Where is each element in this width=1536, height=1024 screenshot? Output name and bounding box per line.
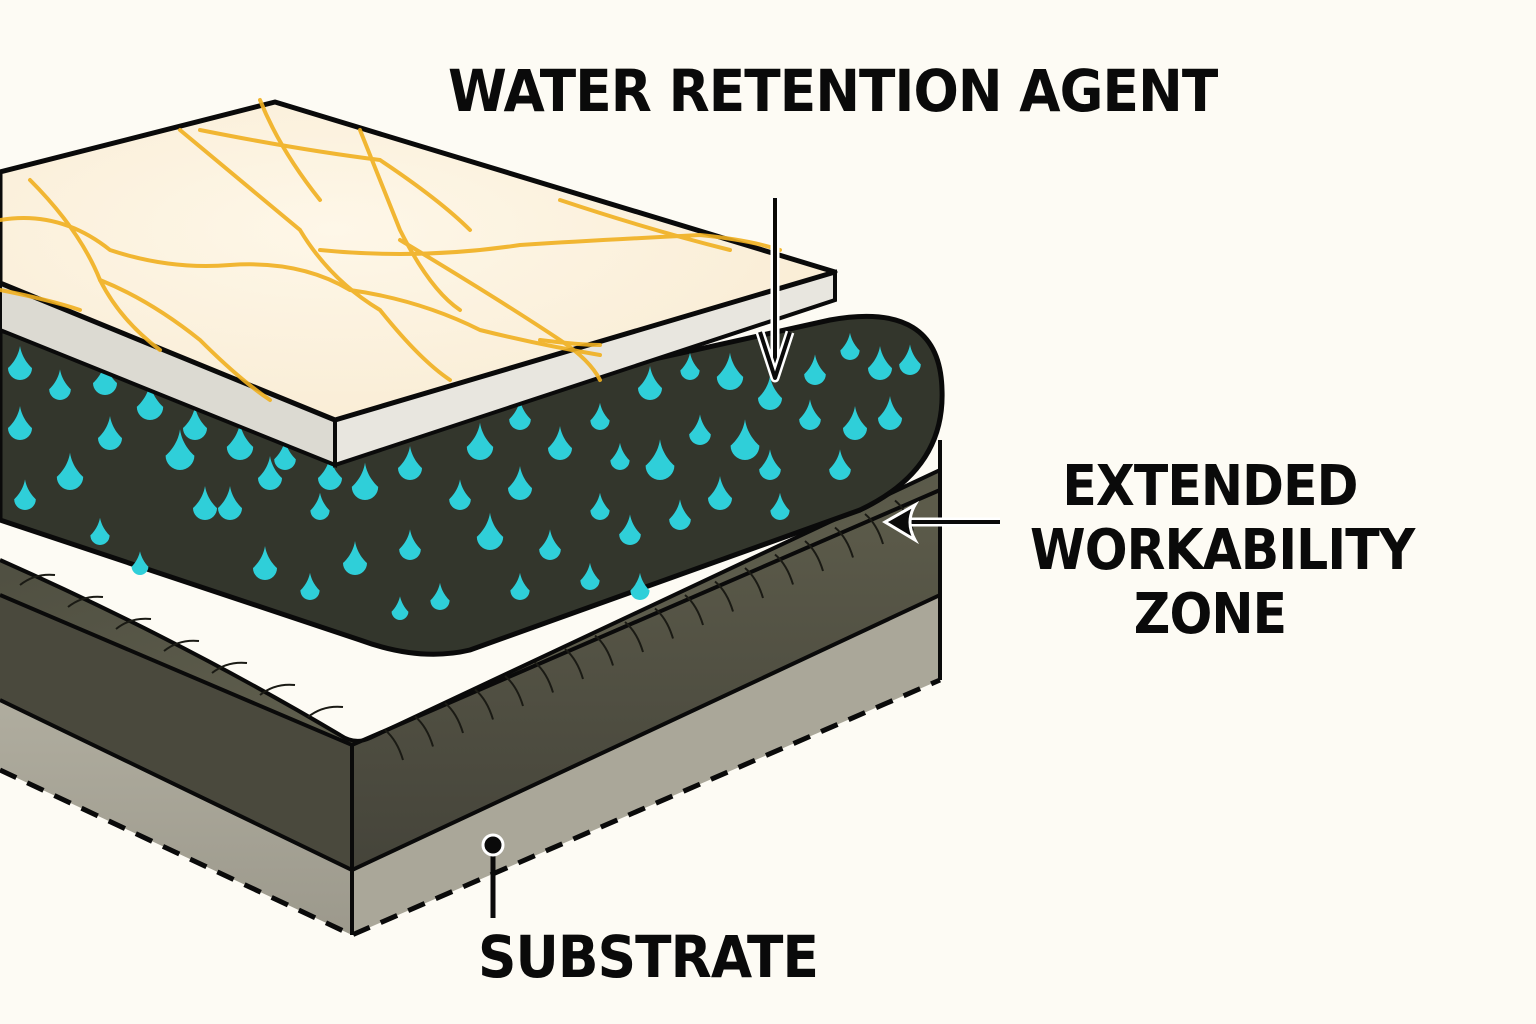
mortar-ridge	[594, 634, 614, 666]
water-droplet-icon	[476, 512, 504, 550]
water-droplet-icon	[131, 551, 149, 575]
mortar-ridge	[115, 617, 152, 630]
water-droplet-icon	[680, 352, 700, 380]
mortar-ridge	[564, 648, 584, 680]
water-droplet-icon	[183, 406, 207, 440]
mortar-ridge	[259, 683, 296, 696]
water-droplet-icon	[759, 449, 781, 480]
water-droplet-icon	[610, 442, 630, 470]
water-droplet-icon	[878, 396, 902, 430]
substrate-pointer	[481, 833, 505, 918]
mortar-ridge	[624, 621, 644, 653]
mortar-ridge	[163, 639, 200, 652]
water-droplet-icon	[590, 492, 610, 520]
water-droplet-icon	[770, 492, 790, 520]
water-droplet-icon	[548, 426, 572, 460]
mortar-ridge	[504, 675, 524, 707]
water-droplet-icon	[98, 416, 122, 450]
water-droplet-icon	[14, 479, 36, 510]
water-droplet-icon	[840, 332, 860, 360]
mortar-ridge	[864, 513, 884, 545]
water-droplet-icon	[49, 369, 71, 400]
mortar-ridge	[474, 688, 494, 720]
water-droplet-icon	[8, 406, 32, 440]
label-water-retention-agent: WATER RETENTION AGENT	[448, 57, 1218, 125]
water-droplet-icon	[508, 466, 532, 500]
water-droplet-icon	[310, 492, 330, 520]
water-droplet-icon	[645, 439, 675, 480]
water-droplet-icon	[708, 476, 732, 510]
water-droplet-icon	[391, 596, 409, 620]
water-droplet-icon	[669, 499, 691, 530]
water-droplet-icon	[398, 446, 422, 480]
mortar-ridge	[804, 540, 824, 572]
water-droplet-icon	[630, 572, 650, 600]
water-droplet-icon	[343, 541, 367, 575]
water-droplet-icon	[638, 366, 662, 400]
mortar-ridge	[414, 715, 434, 747]
mortar-ridge	[684, 594, 704, 626]
water-droplet-icon	[300, 572, 320, 600]
mortar-ridge	[834, 526, 854, 558]
water-droplet-icon	[399, 529, 421, 560]
mortar-ridge	[67, 595, 104, 608]
water-droplet-icon	[899, 344, 921, 375]
water-droplet-icon	[716, 352, 744, 390]
water-droplet-icon	[590, 402, 610, 430]
water-droplet-icon	[689, 414, 711, 445]
label-extended-workability-zone: EXTENDED WORKABILITY ZONE	[1030, 454, 1415, 647]
water-droplet-icon	[730, 419, 760, 460]
water-droplet-icon	[843, 406, 867, 440]
water-droplet-icon	[466, 422, 494, 460]
water-droplet-icon	[829, 449, 851, 480]
water-droplet-icon	[449, 479, 471, 510]
mortar-ridge	[307, 705, 344, 718]
marble-veins	[0, 98, 782, 402]
water-droplet-icon	[218, 486, 242, 520]
label-substrate: SUBSTRATE	[478, 923, 819, 991]
mortar-ridge	[774, 553, 794, 585]
mortar-ridge	[444, 702, 464, 734]
workability-zone-arrow	[882, 500, 1000, 545]
water-droplet-icon	[799, 399, 821, 430]
water-droplet-icon	[226, 422, 254, 460]
mortar-ridge	[534, 661, 554, 693]
water-droplet-icon	[580, 562, 600, 590]
substrate-dashed-edge	[0, 677, 941, 938]
mortar-ridge	[744, 567, 764, 599]
water-droplet-icon	[90, 517, 110, 545]
workability-zone-layer	[0, 440, 942, 873]
water-droplet-icon	[510, 572, 530, 600]
water-droplet-icon	[258, 456, 282, 490]
water-retention-arrow	[755, 198, 795, 383]
water-droplet-icon	[8, 346, 32, 380]
water-droplet-icon	[351, 462, 379, 500]
water-droplet-icon	[868, 346, 892, 380]
water-droplet-icon	[758, 376, 782, 410]
water-droplet-icon	[804, 354, 826, 385]
water-droplet-icon	[253, 546, 277, 580]
water-droplet-icon	[539, 529, 561, 560]
mortar-ridge	[19, 573, 56, 586]
mortar-ridge	[384, 729, 404, 761]
mortar-ridge	[714, 580, 734, 612]
water-droplet-icon	[430, 582, 450, 610]
water-droplet-icon	[509, 399, 531, 430]
water-droplet-icon	[165, 429, 195, 470]
marble-tile-layer	[0, 98, 838, 468]
mortar-ridge	[654, 607, 674, 639]
water-droplet-icon	[274, 439, 296, 470]
water-droplet-icon	[56, 452, 84, 490]
label-line: EXTENDED	[1062, 454, 1358, 519]
water-droplet-icon	[193, 486, 217, 520]
water-droplet-icon	[619, 514, 641, 545]
label-line: WORKABILITY	[1030, 518, 1415, 583]
water-droplet-icon	[136, 382, 164, 420]
label-line: ZONE	[1133, 582, 1287, 647]
water-droplet-icon	[318, 456, 342, 490]
water-droplet-icon	[93, 361, 117, 395]
mortar-ridge	[211, 661, 248, 674]
